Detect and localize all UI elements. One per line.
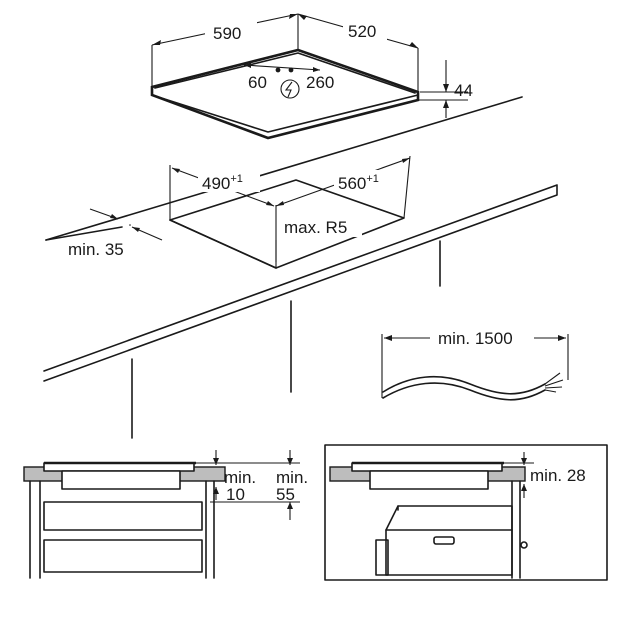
cutout-width-label: 490+1 <box>202 173 243 193</box>
gap-bottom-value: 55 <box>276 485 295 504</box>
cable-length-detail: min. 1500 <box>381 329 569 401</box>
drawer-lower <box>43 539 203 573</box>
hob-top-view: 590 520 44 60 260 <box>150 13 473 140</box>
power-cable <box>382 375 546 395</box>
oven-unit <box>385 505 513 576</box>
gap-top-value: 10 <box>226 485 245 504</box>
power-connection-icon <box>280 79 300 99</box>
hob-outline <box>150 48 420 140</box>
cable-length-label: min. 1500 <box>438 329 513 348</box>
corner-radius-label: max. R5 <box>284 218 347 237</box>
drawer-upper <box>43 501 203 531</box>
installation-detail-left: min. 10 min. 55 <box>23 450 308 579</box>
gap-min-28-label: min. 28 <box>530 466 586 485</box>
hob-height-label: 44 <box>454 81 473 100</box>
hob-width-label: 590 <box>213 24 241 43</box>
connection-offset-label: 60 <box>248 73 267 92</box>
hob-depth-label: 520 <box>348 22 376 41</box>
edge-distance-label: min. 35 <box>68 240 124 259</box>
connection-spacing-label: 260 <box>306 73 334 92</box>
gap-top-min-label: min. <box>224 468 256 487</box>
countertop-view: 490+1 560+1 max. R5 min. 35 <box>43 96 558 439</box>
installation-detail-right: min. 28 <box>324 444 608 581</box>
cutout-width-tolerance: +1 <box>230 173 243 185</box>
gap-bottom-min-label: min. <box>276 468 308 487</box>
cutout-depth-label: 560+1 <box>338 173 379 193</box>
cutout-depth-tolerance: +1 <box>366 173 379 185</box>
detail-frame <box>324 444 608 581</box>
oven-handle <box>433 536 455 545</box>
